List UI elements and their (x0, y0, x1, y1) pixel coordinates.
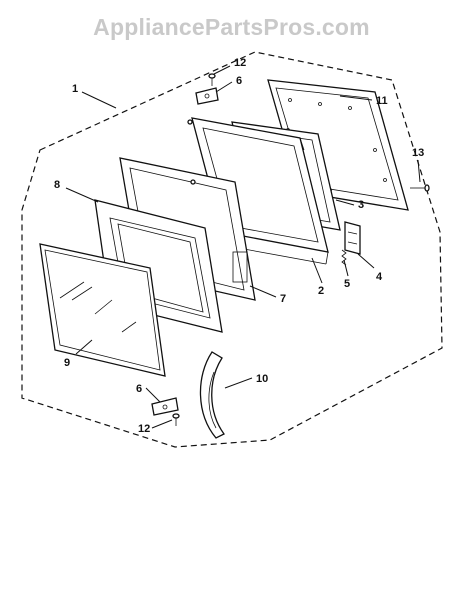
part-13-screw (410, 184, 430, 192)
callout-13: 13 (412, 147, 424, 159)
callout-2: 2 (318, 285, 324, 297)
callout-6-lower: 6 (136, 383, 142, 395)
watermark-logo: AppliancePartsPros.com (93, 14, 370, 40)
frame-screw (187, 119, 193, 125)
part-10-handle (199, 351, 225, 439)
callout-5: 5 (344, 278, 350, 290)
frame-screw (190, 179, 196, 185)
callout-11: 11 (376, 95, 388, 107)
part-9-glass-panel (39, 243, 166, 377)
part-12-screw-upper (208, 73, 216, 86)
callout-3: 3 (358, 199, 364, 211)
part-12-screw-lower (172, 413, 180, 426)
callout-8: 8 (54, 179, 60, 191)
leader-lines (65, 65, 421, 429)
callout-12-upper: 12 (234, 57, 246, 69)
callout-12-lower: 12 (138, 423, 150, 435)
part-5-spring (341, 249, 347, 266)
callout-10: 10 (256, 373, 268, 385)
part-4-latch-bracket (344, 221, 361, 255)
callout-9: 9 (64, 357, 70, 369)
part-6-hinge-lower (151, 397, 179, 416)
callout-6-upper: 6 (236, 75, 242, 87)
callout-1: 1 (72, 83, 78, 95)
part-6-hinge-upper (195, 87, 219, 105)
callout-7: 7 (280, 293, 286, 305)
callout-4: 4 (376, 271, 383, 283)
